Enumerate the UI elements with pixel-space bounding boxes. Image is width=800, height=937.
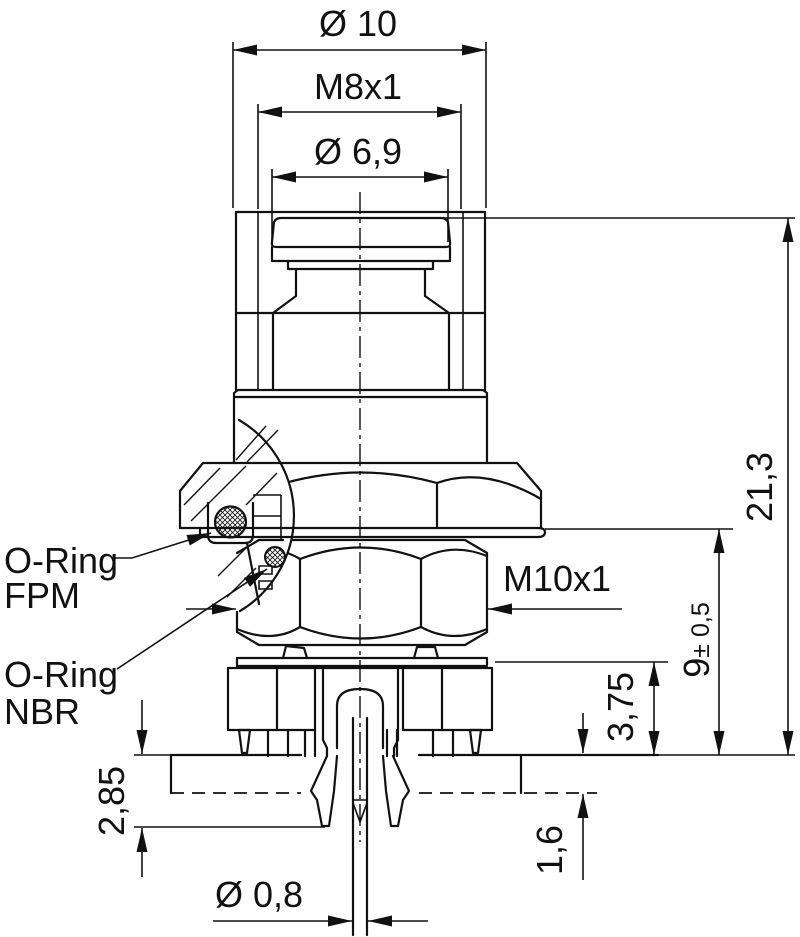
dim-375-label: 3,75	[600, 672, 641, 742]
callout-texts: O-Ring FPM O-Ring NBR	[4, 540, 118, 732]
oring-fpm-label-line1: O-Ring	[4, 540, 118, 581]
leader-oring-fpm	[113, 532, 212, 559]
lower-washer	[235, 656, 489, 668]
contact-cap	[270, 216, 452, 249]
dim-16-label: 1,6	[529, 825, 570, 875]
cutaway-detail	[166, 418, 295, 613]
center-pin	[351, 716, 369, 937]
dim-dia69-label: Ø 6,9	[314, 131, 402, 172]
dimension-texts: Ø 10 M8x1 Ø 6,9 M10x1 21,3 9± 0,5 3,75 2…	[91, 3, 780, 915]
dim-213-label: 21,3	[739, 452, 780, 522]
mounting-panel	[169, 753, 660, 795]
oring-fpm-section	[213, 505, 248, 539]
oring-fpm-label-line2: FPM	[4, 575, 80, 616]
tube-thread-lines	[257, 212, 464, 390]
dim-dia08-label: Ø 0,8	[215, 874, 303, 915]
dimension-lines	[113, 44, 794, 927]
dim-9-label: 9± 0,5	[676, 602, 717, 677]
dim-m8-label: M8x1	[314, 66, 402, 107]
solder-tabs	[237, 728, 483, 758]
oring-nbr-label-line2: NBR	[4, 691, 80, 732]
side-legs	[303, 728, 399, 758]
lock-tabs	[281, 644, 440, 660]
extension-lines	[134, 42, 795, 828]
dim-m10-label: M10x1	[503, 558, 611, 599]
dim-285-label: 2,85	[91, 766, 132, 836]
dim-dia10-label: Ø 10	[319, 3, 397, 44]
leader-oring-nbr	[116, 568, 268, 670]
oring-nbr-label-line1: O-Ring	[4, 654, 118, 695]
detail-circle-arc	[237, 418, 295, 613]
oring-nbr-section	[264, 546, 286, 568]
snap-rivet	[309, 666, 411, 828]
